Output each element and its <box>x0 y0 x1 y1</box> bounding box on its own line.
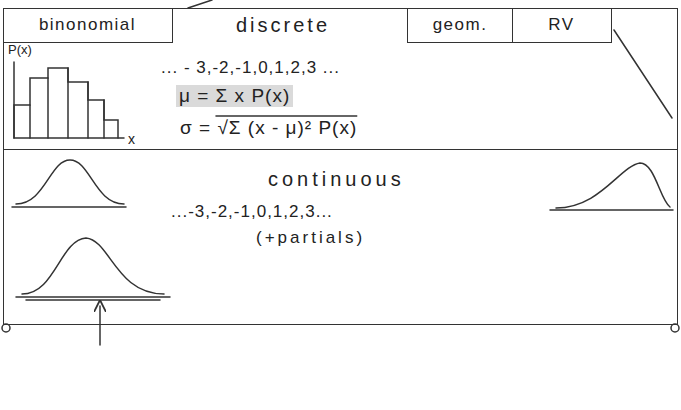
pen-stroke <box>188 0 212 8</box>
corner-ring <box>2 324 10 332</box>
pen-stroke <box>614 30 672 118</box>
bell-curve <box>22 238 164 294</box>
value-sequence: ...-3,-2,-1,0,1,2,3... <box>171 202 333 222</box>
root-overline <box>215 115 357 117</box>
histogram-bars <box>30 68 104 138</box>
tab-box: binonomial <box>3 8 173 43</box>
skewed-curve <box>556 163 670 208</box>
continuous-band: continuous ...-3,-2,-1,0,1,2,3... (+partia… <box>3 150 678 325</box>
tab-label: geom. <box>433 15 488 35</box>
axis-label: P(x) <box>8 43 32 57</box>
curve-baseline <box>16 297 170 300</box>
bell-curve <box>16 160 124 204</box>
mean-formula: μ = Σ x P(x) <box>176 85 293 107</box>
histogram-bars <box>14 68 118 138</box>
histogram-axes <box>14 62 124 138</box>
curve-baseline <box>550 209 673 211</box>
curve-baseline <box>12 206 126 208</box>
tab-label: RV <box>548 15 574 35</box>
axis-label: x <box>128 132 135 147</box>
note-text: (+partials) <box>256 228 365 248</box>
section-heading: continuous <box>268 168 405 191</box>
tab-box: geom. <box>407 8 513 43</box>
tab-label: binonomial <box>39 15 136 35</box>
pointer-arrow <box>99 306 101 345</box>
tab-box: RV <box>512 8 612 43</box>
corner-ring <box>671 324 679 332</box>
section-heading: discrete <box>236 14 330 37</box>
discrete-band: discrete ... - 3,-2,-1,0,1,2,3 ... μ = Σ x… <box>3 8 678 150</box>
sd-formula: σ = √Σ (x - μ)² P(x) <box>180 117 357 139</box>
value-sequence: ... - 3,-2,-1,0,1,2,3 ... <box>161 58 340 78</box>
